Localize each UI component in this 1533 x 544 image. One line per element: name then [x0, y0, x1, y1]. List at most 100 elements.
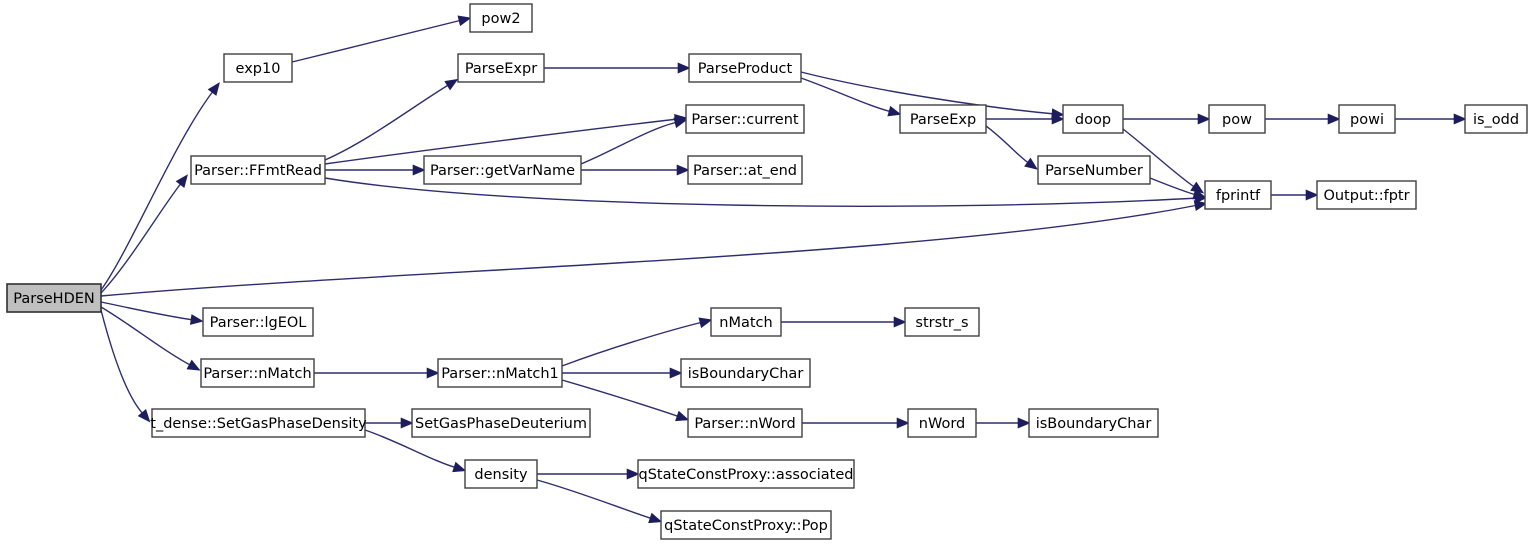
node-getvarname[interactable]: Parser::getVarName [423, 155, 582, 185]
arrow-head-icon [896, 417, 910, 429]
node-box[interactable] [151, 408, 366, 438]
node-label: strstr_s [915, 315, 968, 331]
arrow-head-icon [675, 410, 690, 422]
node-label: Parser::getVarName [430, 163, 575, 179]
node-nword[interactable]: nWord [907, 408, 977, 438]
node-powi[interactable]: powi [1338, 104, 1396, 134]
edge-parseproduct-to-parseexp [800, 77, 902, 117]
node-qspop[interactable]: qStateConstProxy::Pop [660, 510, 832, 540]
edge-nmatch1-to-nword_parser [561, 379, 690, 422]
edge-line [1149, 177, 1198, 196]
node-box[interactable] [904, 307, 980, 337]
node-box[interactable] [688, 53, 802, 83]
node-setgasphasedensity[interactable]: t_dense::SetGasPhaseDensity [150, 408, 367, 438]
node-box[interactable] [907, 408, 977, 438]
node-box[interactable] [637, 459, 855, 489]
node-nmatch_parser[interactable]: Parser::nMatch [200, 358, 315, 388]
node-box[interactable] [899, 104, 987, 134]
node-parsenumber[interactable]: ParseNumber [1037, 155, 1151, 185]
node-box[interactable] [687, 155, 803, 185]
node-box[interactable] [1062, 104, 1124, 134]
edge-setgasphasedensity-to-density [364, 429, 467, 473]
node-qsassociated[interactable]: qStateConstProxy::associated [637, 459, 855, 489]
node-current[interactable]: Parser::current [685, 104, 805, 134]
node-box[interactable] [687, 408, 803, 438]
node-doop[interactable]: doop [1062, 104, 1124, 134]
node-outputfptr[interactable]: Output::fptr [1316, 180, 1417, 210]
node-box[interactable] [1338, 104, 1396, 134]
node-pow[interactable]: pow [1208, 104, 1266, 134]
node-label: is_odd [1473, 112, 1519, 128]
arrow-head-icon [676, 164, 690, 176]
node-box[interactable] [660, 510, 832, 540]
node-box[interactable] [200, 358, 315, 388]
node-density[interactable]: density [464, 459, 538, 489]
edge-parsehden-to-exp10 [100, 82, 220, 291]
node-box[interactable] [469, 3, 533, 33]
edge-line [580, 121, 679, 165]
node-box[interactable] [464, 459, 538, 489]
node-box[interactable] [437, 358, 563, 388]
arrow-head-icon [189, 314, 204, 325]
node-exp10[interactable]: exp10 [223, 53, 293, 83]
edge-parsehden-to-fprintf [100, 200, 1208, 297]
edge-nmatch1-to-nmatch [561, 317, 713, 367]
edge-ffmtread-to-parseexpr [324, 78, 459, 161]
edge-line [985, 125, 1031, 165]
edge-line [100, 89, 215, 291]
node-parseexp[interactable]: ParseExp [899, 104, 987, 134]
arrow-head-icon [207, 82, 220, 96]
edge-density-to-qspop [536, 479, 663, 524]
node-ffmtread[interactable]: Parser::FFmtRead [190, 155, 326, 185]
node-box[interactable] [423, 155, 582, 185]
edge-line [324, 83, 451, 161]
edges-layer [100, 15, 1467, 524]
node-label: Parser::current [691, 112, 799, 128]
node-box[interactable] [457, 53, 545, 83]
edge-line [1122, 128, 1197, 189]
node-box[interactable] [6, 283, 102, 313]
node-label: Output::fptr [1323, 188, 1409, 204]
node-label: isBoundaryChar [688, 366, 804, 382]
node-box[interactable] [1316, 180, 1417, 210]
edge-parseexp-to-parsenumber [985, 125, 1038, 170]
node-box[interactable] [1037, 155, 1151, 185]
node-setgasphasedeuterium[interactable]: SetGasPhaseDeuterium [411, 408, 591, 438]
arrow-head-icon [1192, 188, 1207, 200]
arrow-head-icon [412, 164, 426, 176]
node-pow2[interactable]: pow2 [469, 3, 533, 33]
edge-parseexp-to-doop [986, 113, 1065, 125]
node-box[interactable] [680, 358, 811, 388]
node-box[interactable] [190, 155, 326, 185]
arrow-head-icon [452, 461, 467, 473]
node-box[interactable] [411, 408, 591, 438]
node-fprintf[interactable]: fprintf [1204, 180, 1272, 210]
node-box[interactable] [1464, 104, 1528, 134]
node-box[interactable] [685, 104, 805, 134]
node-isboundarychar1[interactable]: isBoundaryChar [680, 358, 811, 388]
node-strstr_s[interactable]: strstr_s [904, 307, 980, 337]
arrow-head-icon [893, 316, 907, 328]
node-parsehden[interactable]: ParseHDEN [6, 283, 102, 313]
node-at_end[interactable]: Parser::at_end [687, 155, 803, 185]
edge-nmatch-to-strstr_s [781, 316, 907, 328]
node-nmatch[interactable]: nMatch [710, 307, 782, 337]
edge-setgasphasedensity-to-setgasphasedeuterium [365, 417, 414, 429]
node-box[interactable] [1204, 180, 1272, 210]
node-box[interactable] [1208, 104, 1266, 134]
node-lgeol[interactable]: Parser::lgEOL [202, 307, 314, 337]
edge-line [324, 118, 679, 165]
node-nword_parser[interactable]: Parser::nWord [687, 408, 803, 438]
node-box[interactable] [223, 53, 293, 83]
node-is_odd[interactable]: is_odd [1464, 104, 1528, 134]
edge-line [100, 309, 145, 416]
node-nmatch1[interactable]: Parser::nMatch1 [437, 358, 563, 388]
node-box[interactable] [1028, 408, 1159, 438]
arrow-head-icon [1024, 157, 1038, 170]
node-parseproduct[interactable]: ParseProduct [688, 53, 802, 83]
node-parseexpr[interactable]: ParseExpr [457, 53, 545, 83]
node-box[interactable] [202, 307, 314, 337]
node-isboundarychar2[interactable]: isBoundaryChar [1028, 408, 1159, 438]
node-box[interactable] [710, 307, 782, 337]
